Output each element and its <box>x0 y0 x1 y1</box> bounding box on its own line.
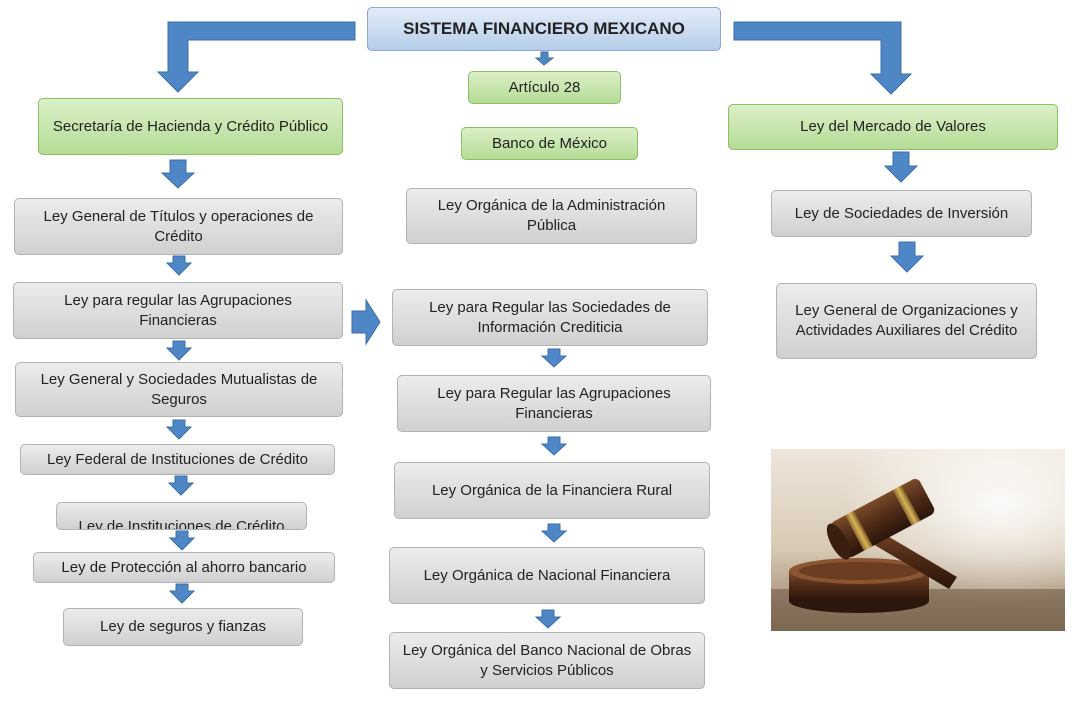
node-left-3-label: Ley General y Sociedades Mutualistas de … <box>40 370 318 408</box>
node-left-5: Ley de Instituciones de Crédito <box>56 502 307 530</box>
node-left-6-label: Ley de Protección al ahorro bancario <box>61 558 307 576</box>
node-right-2: Ley General de Organizaciones y Activida… <box>776 283 1037 359</box>
node-center-2: Ley para Regular las Sociedades de Infor… <box>392 289 708 346</box>
node-banco-de-mexico: Banco de México <box>461 127 638 160</box>
node-left-2-label: Ley para regular las Agrupaciones Financ… <box>64 291 292 329</box>
node-mercado-de-valores-label: Ley del Mercado de Valores <box>800 118 986 135</box>
arrow-left-2 <box>165 255 193 276</box>
arrow-right-1 <box>883 151 919 183</box>
node-right-1-label: Ley de Sociedades de Inversión <box>794 204 1009 222</box>
diagram-title: SISTEMA FINANCIERO MEXICANO <box>367 7 721 51</box>
node-shcp-label: Secretaría de Hacienda y Crédito Público <box>52 117 329 135</box>
node-center-6: Ley Orgánica del Banco Nacional de Obras… <box>389 632 705 689</box>
node-left-6: Ley de Protección al ahorro bancario <box>33 552 335 583</box>
node-center-5-label: Ley Orgánica de Nacional Financiera <box>423 566 671 584</box>
node-center-4: Ley Orgánica de la Financiera Rural <box>394 462 710 519</box>
node-center-3: Ley para Regular las Agrupaciones Financ… <box>397 375 711 432</box>
arrow-left-6 <box>168 530 196 551</box>
node-left-5-label: Ley de Instituciones de Crédito <box>78 518 285 530</box>
node-articulo-28: Artículo 28 <box>468 71 621 104</box>
node-center-1-label: Ley Orgánica de la Administración Públic… <box>437 197 666 234</box>
arrow-center-1 <box>540 348 568 368</box>
node-right-1: Ley de Sociedades de Inversión <box>771 190 1032 237</box>
node-left-1: Ley General de Títulos y operaciones de … <box>14 198 343 255</box>
node-center-3-label: Ley para Regular las Agrupaciones Financ… <box>437 384 671 422</box>
node-left-4: Ley Federal de Instituciones de Crédito <box>20 444 335 475</box>
arrow-title-to-mercado <box>733 21 913 95</box>
arrow-center-4 <box>534 609 562 629</box>
diagram-title-text: SISTEMA FINANCIERO MEXICANO <box>403 19 685 38</box>
node-right-2-label: Ley General de Organizaciones y Activida… <box>795 302 1018 339</box>
node-left-1-label: Ley General de Títulos y operaciones de … <box>43 207 314 245</box>
node-center-6-label: Ley Orgánica del Banco Nacional de Obras… <box>402 641 692 679</box>
node-articulo-28-label: Artículo 28 <box>508 78 581 96</box>
node-center-5: Ley Orgánica de Nacional Financiera <box>389 547 705 604</box>
node-left-7: Ley de seguros y fianzas <box>63 608 303 646</box>
arrow-title-to-shcp <box>156 21 356 93</box>
arrow-right-2 <box>889 241 925 273</box>
node-left-2: Ley para regular las Agrupaciones Financ… <box>13 282 343 339</box>
node-left-7-label: Ley de seguros y fianzas <box>100 618 266 635</box>
arrow-left-1 <box>160 159 196 189</box>
arrow-left-7 <box>168 583 196 604</box>
arrow-left-3 <box>165 340 193 361</box>
node-center-1: Ley Orgánica de la Administración Públic… <box>406 188 697 244</box>
node-banco-de-mexico-label: Banco de México <box>491 134 608 152</box>
arrow-left-5 <box>167 475 195 496</box>
node-left-3: Ley General y Sociedades Mutualistas de … <box>15 362 343 417</box>
arrow-left-4 <box>165 419 193 440</box>
node-center-4-label: Ley Orgánica de la Financiera Rural <box>431 481 673 499</box>
node-center-2-label: Ley para Regular las Sociedades de Infor… <box>429 298 671 336</box>
arrow-left-to-center <box>351 298 381 346</box>
arrow-center-3 <box>540 523 568 543</box>
node-left-4-label: Ley Federal de Instituciones de Crédito <box>47 450 308 468</box>
gavel-icon <box>771 449 1065 631</box>
arrow-center-2 <box>540 436 568 456</box>
arrow-title-to-articulo <box>534 51 555 66</box>
node-mercado-de-valores: Ley del Mercado de Valores <box>728 104 1058 150</box>
node-shcp: Secretaría de Hacienda y Crédito Público <box>38 98 343 155</box>
